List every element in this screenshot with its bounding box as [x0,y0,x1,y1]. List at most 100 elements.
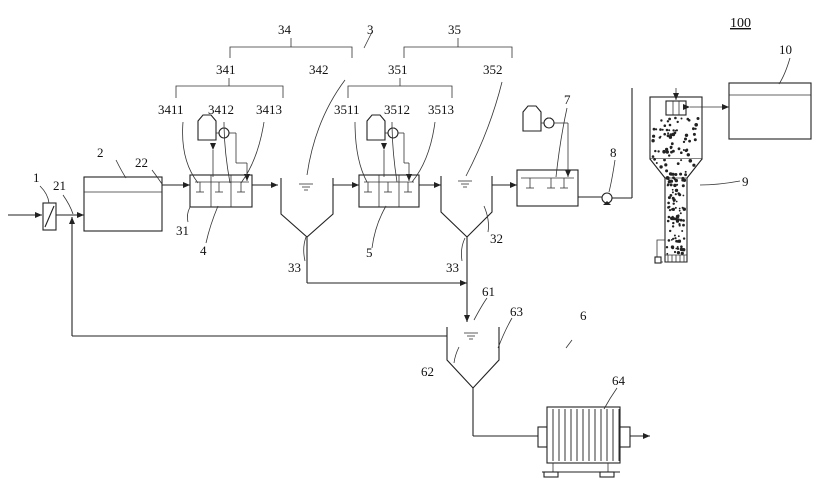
particle [670,142,674,146]
bracket-341 [175,78,284,98]
particle [657,150,660,153]
particle [682,248,685,251]
particle [671,225,675,228]
particle [663,124,667,127]
particle [692,132,696,136]
particle [651,139,655,143]
label-34: 34 [278,22,292,37]
particle [674,193,677,196]
particle [665,150,669,154]
particle [673,250,677,254]
particle [678,209,681,212]
particle [674,178,678,183]
label-2: 2 [97,145,104,160]
particle [668,209,672,212]
particle [679,172,683,176]
label-3512: 3512 [384,102,410,117]
particle [666,120,670,123]
particle [671,191,674,194]
particle [674,173,678,176]
particle [678,207,681,210]
particle [680,251,684,255]
label-33-first: 33 [288,260,301,275]
particle [671,188,674,191]
particle [668,117,671,121]
particle [665,246,669,249]
particle [678,193,682,197]
dosing-unit-1 [197,114,250,181]
particle [672,202,675,205]
particle [687,119,691,122]
particle [682,219,685,222]
particle [673,234,676,237]
particle [668,135,673,139]
label-6: 6 [580,308,587,323]
particle [693,138,697,142]
particle [673,131,677,135]
fluidized-bed-reactor [649,88,729,264]
label-3412: 3412 [208,102,234,117]
particle [680,151,683,154]
particle [667,201,670,205]
particle [663,132,666,136]
particle [675,219,680,223]
particle [681,230,684,232]
label-10: 10 [779,42,792,57]
particle [679,218,683,222]
particle [667,196,671,200]
particle [682,207,686,211]
particle [666,252,669,255]
particle [671,172,675,176]
particle [681,176,685,180]
particle [668,205,671,208]
label-4: 4 [200,243,207,258]
label-22: 22 [135,155,148,170]
particle [682,149,685,151]
label-7: 7 [564,92,571,107]
label-62: 62 [421,364,434,379]
particle [665,169,669,173]
particle [667,215,671,219]
particle [684,173,687,177]
particle [681,184,685,188]
particle [692,127,695,131]
particle [681,179,684,182]
leader-lines [39,31,791,410]
particle [680,245,683,248]
label-33-second: 33 [446,260,459,275]
particle [668,123,672,127]
particle [684,137,687,141]
particle [669,194,673,197]
reactor-particles [651,116,700,255]
particle [672,221,675,225]
particle [658,136,661,139]
reaction-tank-4 [189,174,253,208]
particle [669,183,673,187]
label-3513: 3513 [428,102,454,117]
label-61: 61 [482,284,495,299]
particle [666,134,670,138]
particle [676,120,679,124]
control-unit-10 [728,82,812,140]
particle [684,133,689,137]
label-64: 64 [612,373,626,388]
particle [652,127,656,131]
dosing-tank-7 [516,169,579,207]
particle [694,127,697,130]
dosing-unit-2 [366,114,412,181]
particle [676,183,679,186]
particle [677,251,680,254]
particle [665,128,669,132]
particle [682,140,686,144]
particle [675,214,680,219]
particle [675,200,678,203]
particle [680,159,683,162]
particle [676,246,679,248]
label-32: 32 [490,231,503,246]
particle [662,149,666,154]
label-31: 31 [176,223,189,238]
system-number: 100 [730,16,751,31]
label-351: 351 [388,62,408,77]
particle [661,128,664,131]
bracket-34 [229,38,353,58]
